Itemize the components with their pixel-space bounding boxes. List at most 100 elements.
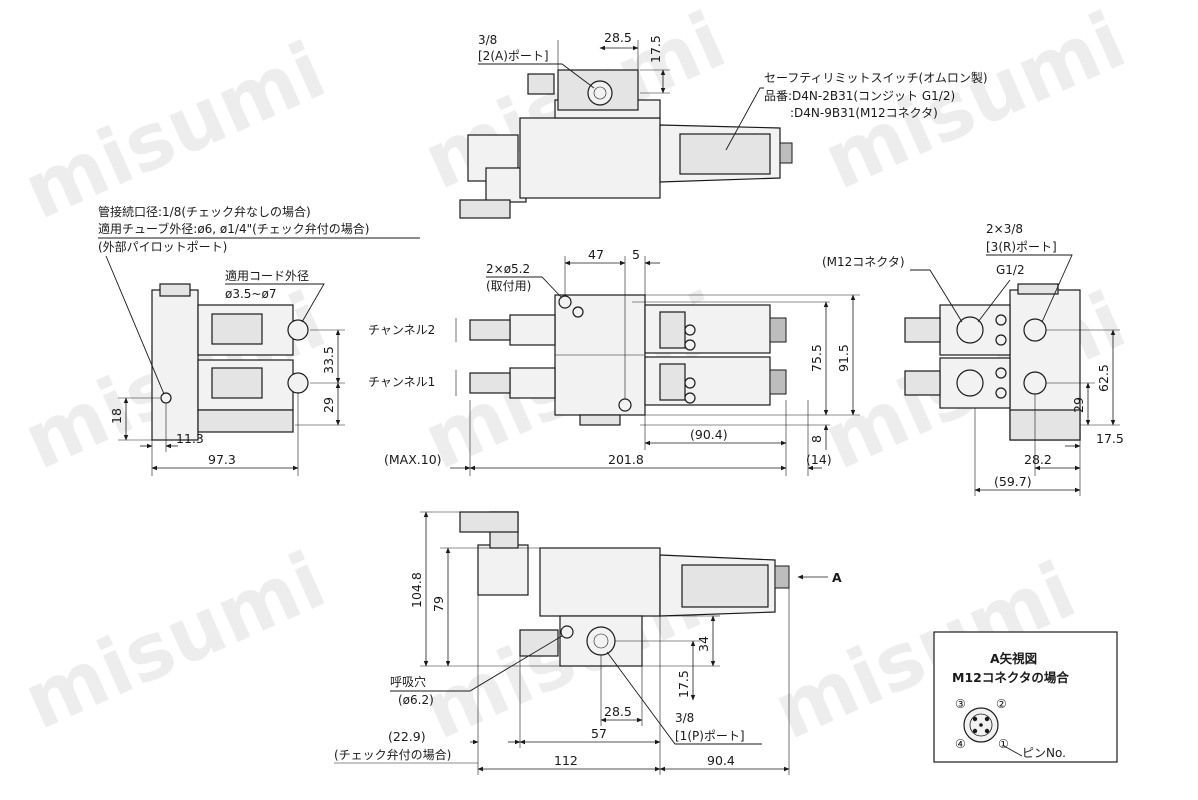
front-dim-91-5: 91.5 bbox=[836, 344, 851, 372]
top-pilot-fitting bbox=[527, 73, 555, 95]
left-body bbox=[151, 289, 199, 441]
right-port-label-1: 2×3/8 bbox=[986, 222, 1023, 236]
bottom-port-label-1: 3/8 bbox=[675, 711, 694, 725]
switch-label-2: 品番:D4N-2B31(コンジット G1/2) bbox=[764, 89, 955, 103]
top-cable-gland bbox=[459, 199, 511, 219]
bottom-port-1p-inner bbox=[593, 633, 609, 649]
bottom-switch-plunger bbox=[774, 565, 790, 589]
cord-label-2: ø3.5~ø7 bbox=[225, 287, 276, 301]
bottom-port-1p bbox=[586, 626, 616, 656]
front-screw bbox=[684, 377, 696, 389]
right-upper-gland bbox=[904, 317, 941, 343]
m12-connector-inner bbox=[969, 713, 993, 737]
top-dim-17-5: 17.5 bbox=[648, 35, 663, 63]
bottom-breath-hole bbox=[560, 625, 574, 639]
bottom-cable-gland bbox=[459, 511, 519, 533]
detail-title-2: M12コネクタの場合 bbox=[952, 670, 1069, 685]
top-port-label-1: 3/8 bbox=[478, 33, 497, 47]
front-lower-plate bbox=[659, 363, 686, 401]
front-screw bbox=[684, 339, 696, 351]
detail-frame bbox=[933, 631, 1118, 763]
front-dim-201-8: 201.8 bbox=[608, 452, 644, 467]
top-port-2a-inner bbox=[593, 86, 607, 100]
left-upper-gland bbox=[287, 319, 309, 341]
pilot-note-3: (外部パイロットポート) bbox=[98, 239, 227, 254]
bottom-valve-body bbox=[539, 547, 661, 617]
top-switch-plunger bbox=[779, 142, 793, 164]
mount-hole-label-2: (取付用) bbox=[486, 279, 531, 293]
left-upper-connector bbox=[211, 313, 263, 345]
mount-hole-label-1: 2×ø5.2 bbox=[486, 262, 530, 276]
m12-label: (M12コネクタ) bbox=[822, 255, 905, 269]
front-upper-connector bbox=[509, 314, 556, 346]
switch-label-1: セーフティリミットスイッチ(オムロン製) bbox=[764, 71, 988, 85]
switch-label-3: :D4N-9B31(M12コネクタ) bbox=[790, 106, 938, 120]
left-dim-29: 29 bbox=[321, 397, 336, 413]
left-dim-33-5: 33.5 bbox=[321, 346, 336, 374]
left-base bbox=[197, 409, 294, 433]
bottom-dim-90-4: 90.4 bbox=[707, 753, 735, 768]
bottom-dim-34: 34 bbox=[696, 636, 711, 652]
right-dim-59-7: (59.7) bbox=[994, 474, 1032, 489]
bottom-dim-22-9: (22.9) bbox=[388, 729, 426, 744]
right-screw bbox=[995, 367, 1007, 379]
front-view: 2×ø5.2 (取付用) 47 5 チャンネル2 チャンネル1 75.5 91.… bbox=[368, 247, 860, 476]
view-a-detail-box: A矢視図 M12コネクタの場合 ③ ② ④ ① ピンNo. bbox=[933, 631, 1118, 763]
bottom-dim-79: 79 bbox=[431, 596, 446, 612]
top-valve-body bbox=[519, 117, 661, 199]
m12-pin bbox=[972, 716, 978, 722]
bottom-dim-104-8: 104.8 bbox=[409, 572, 424, 608]
bottom-switch-cover bbox=[681, 564, 769, 608]
bottom-dim-112: 112 bbox=[554, 753, 578, 768]
front-mount-hole-bottom bbox=[618, 398, 632, 412]
right-view: (M12コネクタ) 2×3/8 [3(R)ポート] G1/2 29 62.5 1… bbox=[822, 222, 1124, 496]
top-port-label-2: [2(A)ポート] bbox=[478, 49, 549, 63]
m12-pin bbox=[984, 716, 990, 722]
watermark: misumi bbox=[11, 536, 338, 748]
top-view: 28.5 17.5 3/8 [2(A)ポート] セーフティリミットスイッチ(オム… bbox=[459, 30, 988, 219]
front-dim-max10: (MAX.10) bbox=[384, 452, 442, 467]
front-lower-connector bbox=[509, 367, 556, 399]
bottom-connector bbox=[477, 544, 529, 596]
right-top-cap bbox=[1017, 283, 1059, 295]
bottom-port-label-2: [1(P)ポート] bbox=[675, 729, 745, 743]
left-pilot-port bbox=[160, 392, 172, 404]
front-screw bbox=[684, 324, 696, 336]
top-port-2a bbox=[587, 80, 613, 106]
left-dim-97-3: 97.3 bbox=[208, 452, 236, 467]
front-screw bbox=[684, 392, 696, 404]
front-mount-hole-top bbox=[558, 295, 572, 309]
pilot-note-2: 適用チューブ外径:ø6, ø1/4"(チェック弁付の場合) bbox=[98, 221, 369, 236]
view-a-arrow-label: A bbox=[832, 570, 842, 585]
left-dim-18: 18 bbox=[109, 408, 124, 424]
channel-1-label: チャンネル1 bbox=[368, 375, 435, 389]
pin-3-label: ③ bbox=[955, 697, 966, 711]
right-dim-62-5: 62.5 bbox=[1096, 364, 1111, 392]
right-port-3r-lower bbox=[1023, 371, 1047, 395]
breath-hole-label-1: 呼吸穴 bbox=[390, 674, 426, 689]
right-screw bbox=[995, 387, 1007, 399]
front-upper-plunger bbox=[769, 317, 787, 343]
right-port-3r-upper bbox=[1023, 318, 1047, 342]
right-dim-29: 29 bbox=[1071, 397, 1086, 413]
right-dim-17-5: 17.5 bbox=[1096, 431, 1124, 446]
right-lower-gland bbox=[904, 370, 941, 396]
front-dim-5: 5 bbox=[632, 247, 640, 262]
check-valve-note: (チェック弁付の場合) bbox=[334, 747, 451, 762]
right-base bbox=[1009, 409, 1081, 441]
front-lower-gland bbox=[469, 372, 511, 394]
front-lower-plunger bbox=[769, 369, 787, 395]
left-lower-gland bbox=[287, 372, 309, 394]
pin-2-label: ② bbox=[996, 697, 1007, 711]
m12-pin bbox=[979, 723, 983, 727]
left-view: 管接続口径:1/8(チェック弁なしの場合) 適用チューブ外径:ø6, ø1/4"… bbox=[98, 204, 420, 476]
right-upper-m12-connector bbox=[956, 316, 984, 344]
right-lower-m12-connector bbox=[956, 369, 984, 397]
front-dim-90-4: (90.4) bbox=[690, 427, 728, 442]
front-dim-8: 8 bbox=[809, 435, 824, 443]
watermark: misumi bbox=[811, 0, 1138, 207]
pin-1-label: ① bbox=[998, 737, 1009, 751]
front-upper-gland bbox=[469, 319, 511, 341]
front-upper-plate bbox=[659, 311, 686, 349]
